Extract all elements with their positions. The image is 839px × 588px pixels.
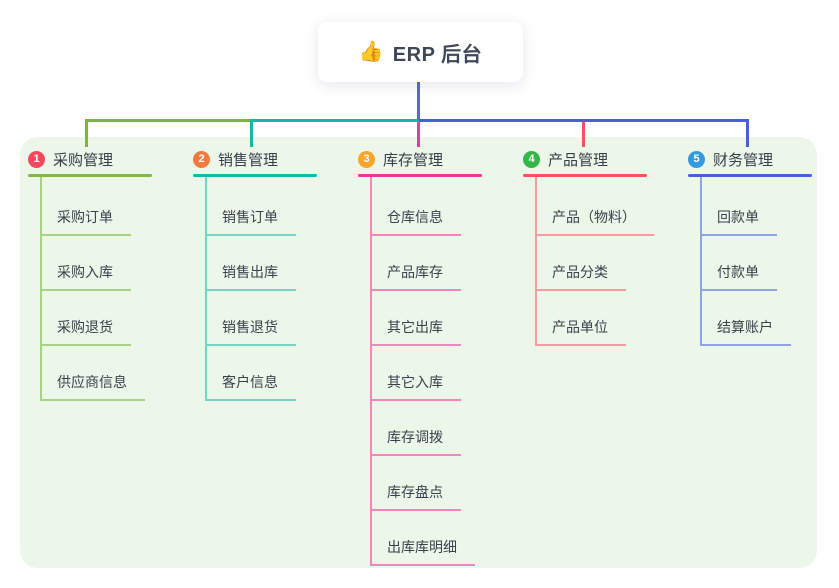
branch-spine (535, 177, 537, 346)
branch-spine (700, 177, 702, 346)
node-payment-bill[interactable]: 付款单 (700, 262, 777, 291)
branch-inventory: 3 库存管理 仓库信息 产品库存 其它出库 其它入库 库存调拨 库存盘点 出库库… (358, 145, 528, 566)
node-sales-outbound[interactable]: 销售出库 (205, 262, 296, 291)
node-sales-order[interactable]: 销售订单 (205, 207, 296, 236)
branch-node[interactable]: 3 库存管理 (358, 145, 528, 174)
priority-badge-3: 3 (358, 151, 375, 168)
branch-purchase: 1 采购管理 采购订单 采购入库 采购退货 供应商信息 (28, 145, 198, 401)
branch-underline (193, 174, 317, 177)
connector-drop-sales (250, 119, 253, 147)
priority-badge-1: 1 (28, 151, 45, 168)
connector-drop-finance (746, 119, 749, 147)
node-outbound-detail[interactable]: 出库库明细 (370, 537, 475, 566)
branch-underline (358, 174, 482, 177)
branch-product: 4 产品管理 产品（物料） 产品分类 产品单位 (523, 145, 693, 346)
branch-label: 产品管理 (548, 152, 609, 169)
priority-badge-2: 2 (193, 151, 210, 168)
node-other-inbound[interactable]: 其它入库 (370, 372, 461, 401)
node-purchase-return[interactable]: 采购退货 (40, 317, 131, 346)
node-other-outbound[interactable]: 其它出库 (370, 317, 461, 346)
connector-bus-green (85, 119, 253, 122)
root-title: ERP 后台 (392, 43, 483, 66)
branch-node[interactable]: 4 产品管理 (523, 145, 693, 174)
branch-finance: 5 财务管理 回款单 付款单 结算账户 (688, 145, 839, 346)
branch-spine (370, 177, 372, 566)
node-sales-return[interactable]: 销售退货 (205, 317, 296, 346)
connector-drop-purchase (85, 119, 88, 147)
node-settlement-account[interactable]: 结算账户 (700, 317, 791, 346)
root-node-erp[interactable]: 👍 ERP 后台 (318, 22, 523, 82)
node-warehouse-info[interactable]: 仓库信息 (370, 207, 461, 236)
connector-root-drop (417, 82, 420, 121)
branches-background-panel (20, 137, 817, 568)
node-purchase-inbound[interactable]: 采购入库 (40, 262, 131, 291)
node-stock-transfer[interactable]: 库存调拨 (370, 427, 461, 456)
branch-node[interactable]: 5 财务管理 (688, 145, 839, 174)
branch-label: 财务管理 (713, 152, 774, 169)
priority-badge-4: 4 (523, 151, 540, 168)
priority-badge-5: 5 (688, 151, 705, 168)
node-purchase-order[interactable]: 采购订单 (40, 207, 131, 236)
connector-bus-blue (418, 119, 749, 122)
connector-drop-product (582, 122, 585, 147)
branch-label: 采购管理 (53, 152, 114, 169)
branch-underline (28, 174, 152, 177)
node-product-stock[interactable]: 产品库存 (370, 262, 461, 291)
node-stock-taking[interactable]: 库存盘点 (370, 482, 461, 511)
connector-drop-inventory (417, 122, 420, 147)
node-customer-info[interactable]: 客户信息 (205, 372, 296, 401)
branch-underline (523, 174, 647, 177)
branch-label: 销售管理 (218, 152, 279, 169)
node-product-category[interactable]: 产品分类 (535, 262, 626, 291)
thumbs-up-icon: 👍 (358, 41, 384, 63)
node-product-unit[interactable]: 产品单位 (535, 317, 626, 346)
branch-node[interactable]: 2 销售管理 (193, 145, 363, 174)
branch-node[interactable]: 1 采购管理 (28, 145, 198, 174)
branch-label: 库存管理 (383, 152, 444, 169)
branch-underline (688, 174, 812, 177)
node-receipt-bill[interactable]: 回款单 (700, 207, 777, 236)
connector-bus-teal (252, 119, 418, 122)
branch-sales: 2 销售管理 销售订单 销售出库 销售退货 客户信息 (193, 145, 363, 401)
node-supplier-info[interactable]: 供应商信息 (40, 372, 145, 401)
node-product-material[interactable]: 产品（物料） (535, 207, 654, 236)
